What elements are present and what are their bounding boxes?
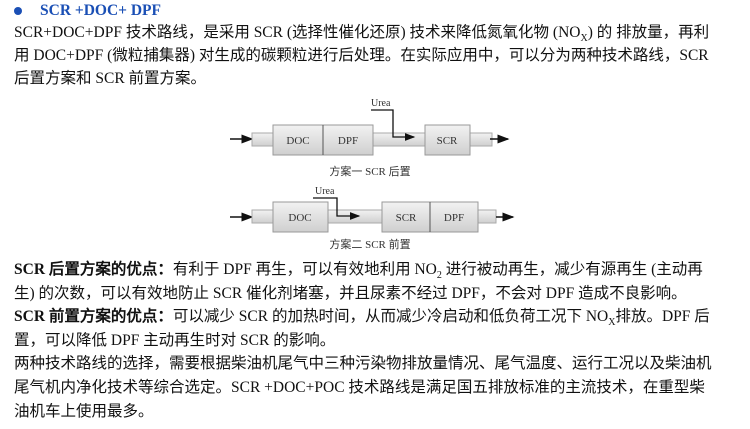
bullet-icon [14,7,22,16]
label-dpf: DPF [444,212,464,224]
label-doc: DOC [286,135,309,147]
bold-label: SCR 后置方案的优点： [14,261,173,278]
text-line: 用 DOC+DPF (微粒捕集器) 对生成的碳颗粒进行后处理。在实际应用中，可以… [14,45,709,67]
label-scr: SCR [437,135,458,147]
label-urea: Urea [315,186,335,197]
scheme-diagram: DOC DPF SCR Urea 方案一 SCR 后置 DOC SCR DPF … [230,98,515,251]
subscript: 2 [436,270,442,282]
text-line: 生) 的次数，可以有效地防止 SCR 催化剂堵塞，并且尿素不经过 DPF，不会对… [14,283,687,305]
text-segment: 有利于 DPF 再生，可以有效地利用 NO [172,261,437,278]
text-segment: 进行被动再生，减少有源再生 (主动再 [441,261,703,278]
subscript: X [608,317,616,329]
label-urea: Urea [371,98,391,109]
label-scr: SCR [396,212,417,224]
text-line: 后置方案和 SCR 前置方案。 [14,68,206,90]
text-line: 油机车上使用最多。 [14,401,154,423]
text-line: SCR+DOC+DPF 技术路线，是采用 SCR (选择性催化还原) 技术来降低… [14,22,709,50]
scheme2-diagram: DOC SCR DPF Urea 方案二 SCR 前置 [230,186,515,251]
text-segment: 两种技术路线的选择，需要根据柴油机尾气中三种污染物排放量情况、尾气温度、运行工况… [14,355,712,373]
text-segment: ) 的 排放量，再利 [587,24,710,41]
scheme2-caption: 方案二 SCR 前置 [329,237,410,251]
text-line: 两种技术路线的选择，需要根据柴油机尾气中三种污染物排放量情况、尾气温度、运行工况… [14,353,712,375]
doc-box [272,201,329,233]
scheme1-diagram: DOC DPF SCR Urea 方案一 SCR 后置 [230,98,510,178]
scr-box [424,124,471,156]
text-line: 尾气机内净化技术等综合选定。SCR +DOC+POC 技术路线是满足国五排放标准… [14,377,705,399]
text-segment: 排放。DPF 后 [615,308,710,326]
urea-injection-arrow-icon [371,109,416,141]
text-segment: 尾气机内净化技术等综合选定。SCR +DOC+POC 技术路线是满足国五排放标准… [14,379,705,396]
label-doc: DOC [288,212,311,224]
text-segment: 后置方案和 SCR 前置方案。 [14,70,207,87]
subscript: X [580,33,588,45]
text-segment: 油机车上使用最多。 [14,402,154,420]
scheme1-caption: 方案一 SCR 后置 [329,164,410,178]
text-segment: 可以减少 SCR 的加热时间，从而减少冷启动和低负荷工况下 NO [172,308,609,326]
label-dpf: DPF [338,135,358,147]
text-line: 置，可以降低 DPF 主动再生时对 SCR 的影响。 [14,330,335,352]
text-segment: SCR+DOC+DPF 技术路线，是采用 SCR (选择性催化还原) 技术来降低… [14,24,581,41]
text-segment: 生) 的次数，可以有效地防止 SCR 催化剂堵塞，并且尿素不经过 DPF，不会对… [14,284,687,302]
section-heading: SCR +DOC+ DPF [14,0,161,22]
text-line: SCR 后置方案的优点：有利于 DPF 再生，可以有效地利用 NO2 进行被动再… [14,259,703,287]
text-segment: 用 DOC+DPF (微粒捕集器) 对生成的碳颗粒进行后处理。在实际应用中，可以… [14,47,709,64]
text-line: SCR 前置方案的优点：可以减少 SCR 的加热时间，从而减少冷启动和低负荷工况… [14,306,710,334]
heading-text: SCR +DOC+ DPF [40,2,161,19]
text-segment: 置，可以降低 DPF 主动再生时对 SCR 的影响。 [14,331,336,349]
urea-injection-arrow-icon [313,197,361,220]
bold-label: SCR 前置方案的优点： [14,308,173,326]
